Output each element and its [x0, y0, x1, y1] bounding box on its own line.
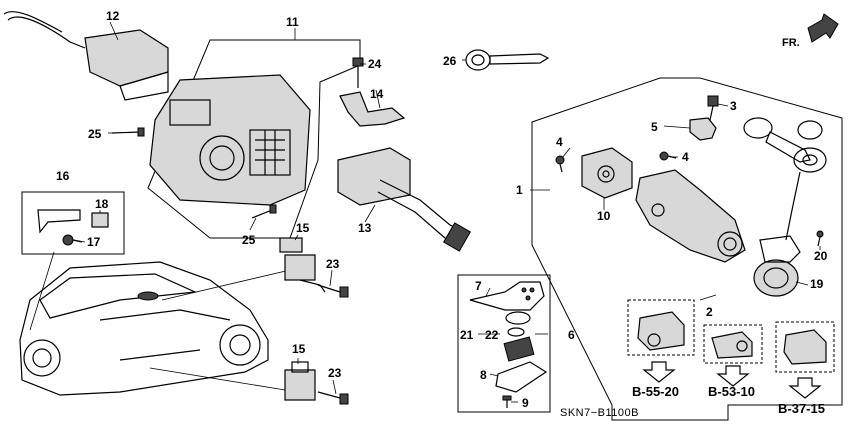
- key-26: [465, 49, 550, 71]
- screw-25-lower: [251, 204, 277, 219]
- callout-9: 9: [522, 396, 529, 410]
- leader-lines: [73, 28, 821, 403]
- callout-10: 10: [597, 209, 611, 223]
- callout-25-upper: 25: [88, 127, 102, 141]
- nut-4-left: [555, 155, 565, 173]
- combination-switch-frame: [147, 39, 361, 239]
- callout-6: 6: [568, 328, 575, 342]
- door-switch-15-lower: [284, 361, 316, 401]
- sub-frame-b3715: [775, 321, 835, 373]
- cylinder-10: [581, 147, 633, 199]
- key-parts-frame: [457, 274, 551, 413]
- callout-21: 21: [460, 328, 474, 342]
- tailgate-cylinder-b5310: [711, 331, 753, 359]
- bolt-23-lower: [317, 391, 349, 405]
- callout-25-lower: 25: [242, 233, 256, 247]
- callout-7: 7: [475, 279, 482, 293]
- callout-22: 22: [485, 328, 499, 342]
- ring-19: [753, 235, 801, 297]
- callout-15-lower: 15: [292, 342, 306, 356]
- callout-5: 5: [651, 120, 658, 134]
- screw-3: [707, 95, 719, 121]
- callout-15-upper: 15: [296, 221, 310, 235]
- part-b3715: [783, 329, 827, 365]
- callout-20: 20: [814, 249, 828, 263]
- callout-14: 14: [370, 87, 384, 101]
- bracket-14: [339, 91, 406, 127]
- ignition-assembly: [635, 169, 746, 263]
- callout-26: 26: [443, 54, 457, 68]
- screw-25-upper: [111, 127, 145, 137]
- ref-arrow-2: [716, 365, 750, 387]
- clip-5: [689, 117, 717, 141]
- bracket-16: [37, 209, 81, 234]
- door-switch-15-upper: [279, 237, 326, 293]
- door-cylinder-b5520: [637, 311, 685, 351]
- callout-13: 13: [358, 221, 372, 235]
- screw-17: [62, 234, 83, 246]
- key-case-8: [495, 361, 548, 393]
- callout-2: 2: [706, 305, 713, 319]
- bracket-frame: [21, 191, 125, 255]
- ref-arrow-3: [788, 377, 822, 399]
- combination-switch-part: [149, 74, 311, 206]
- lock-set-frame: [531, 77, 843, 421]
- callout-3: 3: [730, 99, 737, 113]
- key-internals-22: [503, 311, 535, 362]
- ref-b3715[interactable]: B-37-15: [778, 401, 825, 416]
- ref-arrow-1: [642, 361, 676, 383]
- callout-18: 18: [95, 197, 109, 211]
- callout-1: 1: [516, 183, 523, 197]
- callout-11: 11: [286, 15, 299, 29]
- ref-b5520[interactable]: B-55-20: [632, 384, 679, 399]
- callout-12: 12: [106, 9, 120, 23]
- callout-4-right: 4: [682, 150, 689, 164]
- callout-23-upper: 23: [326, 257, 340, 271]
- nut-4-right: [659, 151, 677, 161]
- sub-frame-b5520: [627, 299, 695, 356]
- wiper-switch-part: [3, 11, 169, 101]
- screw-9: [502, 395, 512, 408]
- turn-signal-switch-part: [337, 147, 471, 252]
- remote-key-7: [469, 281, 545, 311]
- screw-20: [816, 230, 824, 247]
- direction-arrow: [807, 13, 839, 43]
- drawing-code: SKN7−B1100B: [560, 407, 639, 419]
- ref-b5310[interactable]: B-53-10: [708, 384, 755, 399]
- callout-19: 19: [810, 277, 824, 291]
- callout-16: 16: [56, 169, 70, 183]
- clip-18: [91, 212, 109, 228]
- callout-24: 24: [368, 57, 382, 71]
- direction-label: FR.: [782, 37, 800, 49]
- keys-group: [743, 117, 827, 241]
- callout-8: 8: [480, 368, 487, 382]
- vehicle-outline: [19, 251, 291, 396]
- callout-17: 17: [87, 235, 101, 249]
- screw-24: [352, 57, 364, 88]
- sub-frame-b5310: [703, 324, 763, 364]
- callout-23-lower: 23: [328, 366, 342, 380]
- bolt-23-upper: [317, 284, 349, 298]
- callout-4-left: 4: [556, 135, 563, 149]
